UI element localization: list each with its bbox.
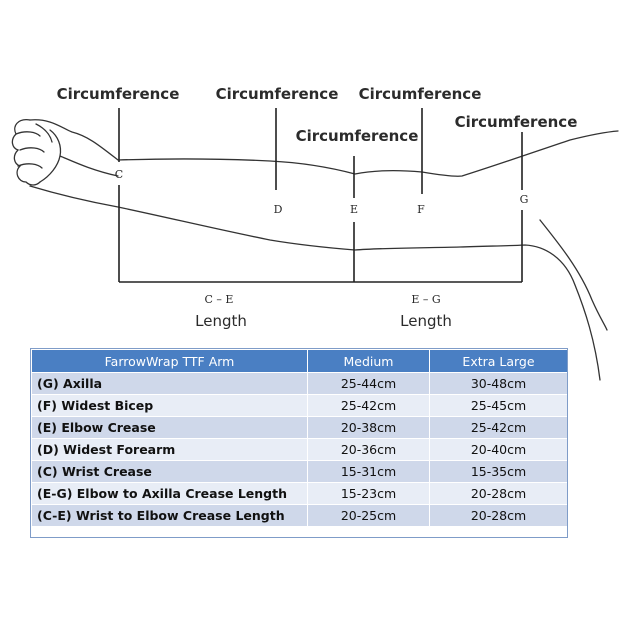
measure-lines (118, 108, 523, 283)
row-measure: (C-E) Wrist to Elbow Crease Length (31, 504, 308, 527)
table-row: (D) Widest Forearm 20-36cm 20-40cm (31, 438, 568, 461)
segment-labels: C – E Length E – G Length (195, 293, 452, 330)
row-medium: 20-38cm (307, 416, 430, 439)
row-measure: (D) Widest Forearm (31, 438, 308, 461)
circumference-label-e: Circumference (296, 127, 419, 145)
table-header-row: FarrowWrap TTF Arm Medium Extra Large (31, 349, 568, 373)
row-extra-large: 25-45cm (429, 394, 568, 417)
row-measure: (G) Axilla (31, 372, 308, 395)
segment-code-eg: E – G (411, 293, 440, 306)
size-table: FarrowWrap TTF Arm Medium Extra Large (G… (31, 349, 568, 527)
table-row: (G) Axilla 25-44cm 30-48cm (31, 372, 568, 395)
row-medium: 25-42cm (307, 394, 430, 417)
row-measure: (F) Widest Bicep (31, 394, 308, 417)
row-measure: (E-G) Elbow to Axilla Crease Length (31, 482, 308, 505)
circumference-label-d: Circumference (216, 85, 339, 103)
point-label-d: D (274, 203, 283, 216)
table-row: (C) Wrist Crease 15-31cm 15-35cm (31, 460, 568, 483)
row-extra-large: 25-42cm (429, 416, 568, 439)
header-extra-large: Extra Large (429, 349, 568, 373)
row-medium: 15-23cm (307, 482, 430, 505)
row-measure: (E) Elbow Crease (31, 416, 308, 439)
row-extra-large: 20-40cm (429, 438, 568, 461)
row-medium: 20-25cm (307, 504, 430, 527)
circumference-label-f: Circumference (359, 85, 482, 103)
circumference-label-c: Circumference (57, 85, 180, 103)
header-measurement: FarrowWrap TTF Arm (31, 349, 308, 373)
point-label-c: C (115, 168, 123, 181)
row-extra-large: 20-28cm (429, 482, 568, 505)
point-label-e: E (350, 203, 358, 216)
table-row: (E) Elbow Crease 20-38cm 25-42cm (31, 416, 568, 439)
row-measure: (C) Wrist Crease (31, 460, 308, 483)
segment-code-ce: C – E (205, 293, 234, 306)
point-label-f: F (417, 203, 425, 216)
table-row: (C-E) Wrist to Elbow Crease Length 20-25… (31, 504, 568, 527)
point-labels: C D E F G (115, 168, 529, 216)
segment-length-ce: Length (195, 312, 247, 330)
header-medium: Medium (307, 349, 430, 373)
row-extra-large: 15-35cm (429, 460, 568, 483)
row-medium: 20-36cm (307, 438, 430, 461)
row-medium: 25-44cm (307, 372, 430, 395)
table-row: (E-G) Elbow to Axilla Crease Length 15-2… (31, 482, 568, 505)
row-medium: 15-31cm (307, 460, 430, 483)
circumference-label-g: Circumference (455, 113, 578, 131)
row-extra-large: 30-48cm (429, 372, 568, 395)
row-extra-large: 20-28cm (429, 504, 568, 527)
segment-length-eg: Length (400, 312, 452, 330)
point-label-g: G (520, 193, 529, 206)
table-row: (F) Widest Bicep 25-42cm 25-45cm (31, 394, 568, 417)
arm-outline (11, 119, 619, 381)
circumference-labels: Circumference Circumference Circumferenc… (57, 85, 578, 145)
